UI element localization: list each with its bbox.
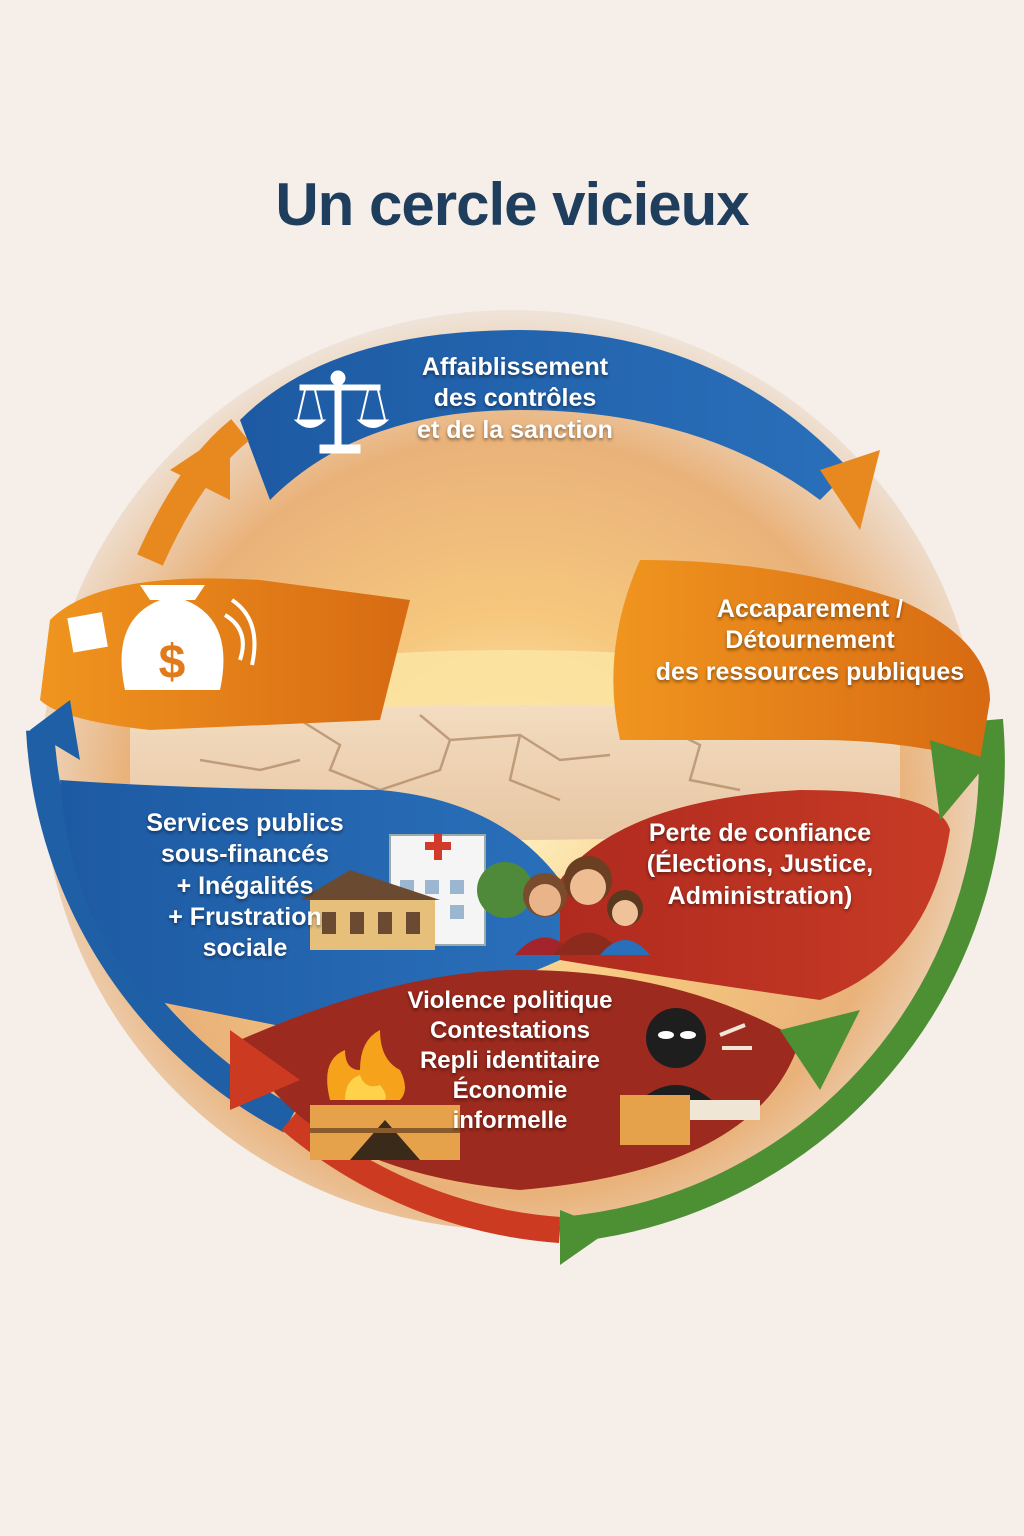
stage-bottom-line-4: Économie: [452, 1077, 568, 1104]
masked-person-icon: [620, 1008, 760, 1145]
fire-barricade-icon: [310, 1030, 460, 1160]
svg-text:$: $: [159, 636, 186, 689]
stage-top-line-1: Affaiblissement: [421, 353, 609, 381]
stage-right-line-2: Détournement: [725, 626, 895, 655]
stage-label-midright: Perte de confiance (Élections, Justice, …: [600, 818, 920, 912]
arrow-upperleft-to-left: [30, 700, 80, 760]
stage-label-top: Affaiblissement des contrôles et de la s…: [400, 352, 630, 446]
diagram-title: Un cercle vicieux: [275, 171, 749, 238]
stage-top-line-3: et de la sanction: [417, 415, 613, 444]
stage-bottom-line-1: Violence politique: [407, 987, 613, 1014]
stage-label-right: Accaparement / Détournement des ressourc…: [640, 594, 980, 688]
stage-label-bottom: Violence politique Contestations Repli i…: [360, 986, 660, 1136]
arrow-bottom-ring: [560, 1210, 610, 1265]
arrow-top-to-right: [820, 450, 880, 530]
arrow-midright-to-bottom: [780, 1010, 860, 1090]
family-icon: [515, 856, 650, 955]
cycle-arrows: [30, 419, 990, 1265]
stage-bottom-line-3: Repli identitaire: [419, 1047, 601, 1074]
stage-midright-line-1: Perte de confiance: [648, 819, 872, 847]
arrow-right-to-midright: [930, 740, 990, 820]
stage-right-line-1: Accaparement /: [716, 595, 904, 623]
stage-midright-line-3: Administration): [667, 881, 853, 910]
stage-left-line-5: sociale: [202, 934, 288, 962]
stage-band-midright: [560, 790, 950, 1000]
stage-left-line-1: Services publics: [146, 809, 344, 837]
stage-right-line-3: des ressources publiques: [655, 657, 965, 686]
stage-left-line-3: + Inégalités: [176, 871, 314, 900]
hospital-school-icon: [300, 834, 533, 950]
stage-band-top: [240, 330, 850, 500]
scales-of-justice-icon: [293, 370, 390, 454]
arrow-left-to-bottom: [230, 1030, 300, 1110]
stage-band-upperleft: [40, 578, 410, 730]
stage-top-line-2: des contrôles: [433, 384, 597, 413]
stage-band-right: [613, 560, 990, 760]
money-bag-icon: $: [67, 585, 257, 690]
stage-label-left: Services publics sous-financés + Inégali…: [100, 808, 390, 964]
stage-midright-line-2: (Élections, Justice,: [646, 850, 874, 879]
stage-bottom-line-5: informelle: [452, 1107, 568, 1134]
stage-bottom-line-2: Contestations: [429, 1017, 590, 1044]
stage-left-line-4: + Frustration: [168, 902, 322, 931]
stage-left-line-2: sous-financés: [160, 840, 330, 869]
